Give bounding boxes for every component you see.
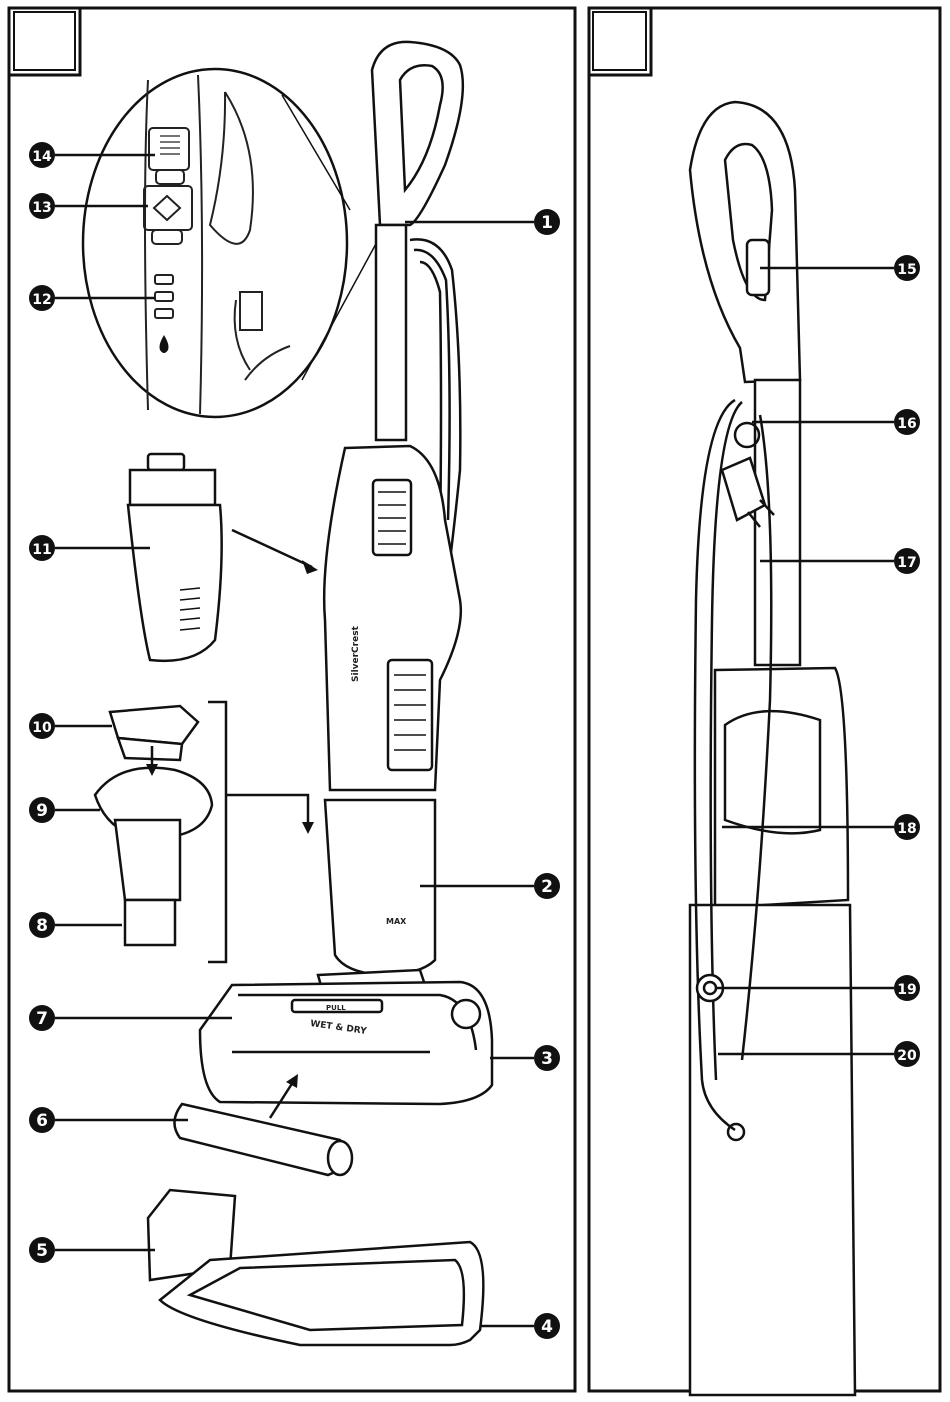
callout-number-8: 8 [36, 916, 48, 936]
callout-badge-12: 12 [29, 285, 55, 311]
callout-number-19: 19 [897, 982, 916, 998]
clean-water-tank [128, 454, 222, 661]
filter-assembly [95, 706, 212, 945]
right-panel-corner-tab [589, 8, 651, 75]
callout-number-15: 15 [897, 262, 916, 278]
tank-max-mark: MAX [386, 917, 407, 926]
callout-badge-17: 17 [894, 548, 920, 574]
callout-number-20: 20 [897, 1048, 917, 1064]
callout-badge-10: 10 [29, 713, 55, 739]
callout-badge-13: 13 [29, 193, 55, 219]
callout-badge-16: 16 [894, 409, 920, 435]
callout-number-14: 14 [32, 149, 52, 165]
callout-number-9: 9 [36, 801, 48, 821]
callout-badge-9: 9 [29, 797, 55, 823]
callout-number-12: 12 [32, 292, 51, 308]
callout-badge-2: 2 [534, 873, 560, 899]
callout-number-13: 13 [32, 200, 51, 216]
filter-bracket [208, 702, 226, 962]
callout-badge-7: 7 [29, 1005, 55, 1031]
arrow-head-tank [302, 560, 318, 574]
callout-number-18: 18 [897, 821, 916, 837]
callout-number-3: 3 [541, 1049, 553, 1069]
callout-number-7: 7 [36, 1009, 48, 1029]
callout-number-4: 4 [541, 1317, 553, 1337]
callout-badge-19: 19 [894, 975, 920, 1001]
callout-badge-1: 1 [534, 209, 560, 235]
callout-badge-6: 6 [29, 1107, 55, 1133]
callout-number-2: 2 [541, 877, 553, 897]
callout-badge-11: 11 [29, 535, 55, 561]
callout-number-17: 17 [897, 555, 916, 571]
callout-badge-18: 18 [894, 814, 920, 840]
callout-number-5: 5 [36, 1241, 48, 1261]
callout-badge-8: 8 [29, 912, 55, 938]
callout-badge-14: 14 [29, 142, 55, 168]
callout-number-1: 1 [541, 213, 553, 233]
callout-number-10: 10 [32, 720, 52, 736]
brand-logo: SilverCrest [351, 625, 361, 682]
arrow-tank-to-body [232, 530, 312, 567]
arrow-head-filter-body [302, 822, 314, 834]
callout-badge-4: 4 [534, 1313, 560, 1339]
left-panel-corner-tab [9, 8, 80, 75]
base-station [148, 1190, 483, 1345]
callout-badge-5: 5 [29, 1237, 55, 1263]
arrow-filter-to-body [226, 795, 308, 828]
tray-pull-badge: PULL [326, 1004, 346, 1012]
callout-badge-15: 15 [894, 255, 920, 281]
vacuum-back-view [690, 102, 855, 1395]
callout-number-6: 6 [36, 1111, 48, 1131]
handle-detail-magnifier [83, 69, 378, 417]
brush-roller [174, 1104, 352, 1175]
callout-badge-3: 3 [534, 1045, 560, 1071]
callout-number-16: 16 [897, 416, 916, 432]
callout-badge-20: 20 [894, 1041, 920, 1067]
callout-number-11: 11 [32, 542, 51, 558]
